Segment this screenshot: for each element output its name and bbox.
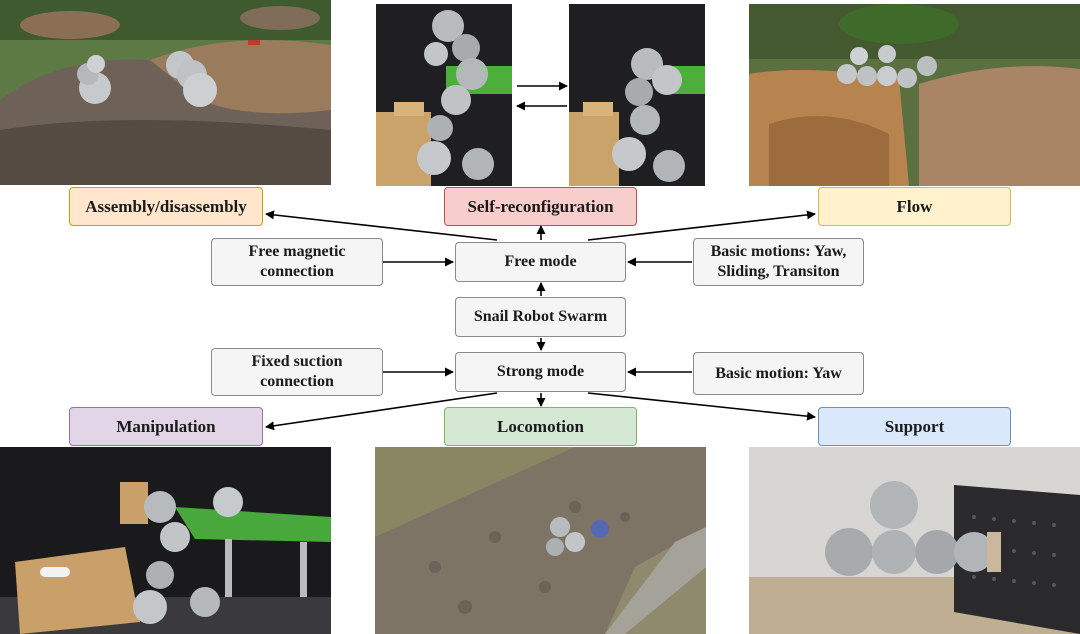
photo-locomotion	[375, 447, 706, 634]
photo-assembly-rock	[0, 0, 331, 185]
node-free-magnetic-connection: Free magnetic connection	[211, 238, 383, 286]
photo-flow-rocks	[749, 4, 1080, 186]
category-manipulation: Manipulation	[69, 407, 263, 446]
node-basic-motion-strong: Basic motion: Yaw	[693, 352, 864, 395]
arrow-strong-to-support	[587, 392, 816, 421]
arrow-strong-to-manipulation	[265, 392, 498, 431]
node-free-mode: Free mode	[455, 242, 626, 282]
photo-reconfig-right	[569, 4, 705, 186]
category-support: Support	[818, 407, 1011, 446]
category-locomotion: Locomotion	[444, 407, 637, 446]
category-assembly-disassembly: Assembly/disassembly	[69, 187, 263, 226]
node-snail-robot-swarm: Snail Robot Swarm	[455, 297, 626, 337]
photo-reconfig-left	[376, 4, 512, 186]
photo-manipulation	[0, 447, 331, 634]
category-flow: Flow	[818, 187, 1011, 226]
category-self-reconfiguration: Self-reconfiguration	[444, 187, 637, 226]
arrow-free-to-flow	[587, 210, 816, 241]
arrow-free-to-assembly	[265, 210, 498, 241]
node-fixed-suction-connection: Fixed suction connection	[211, 348, 383, 396]
node-strong-mode: Strong mode	[455, 352, 626, 392]
node-basic-motions-free: Basic motions: Yaw, Sliding, Transiton	[693, 238, 864, 286]
photo-support	[749, 447, 1080, 634]
